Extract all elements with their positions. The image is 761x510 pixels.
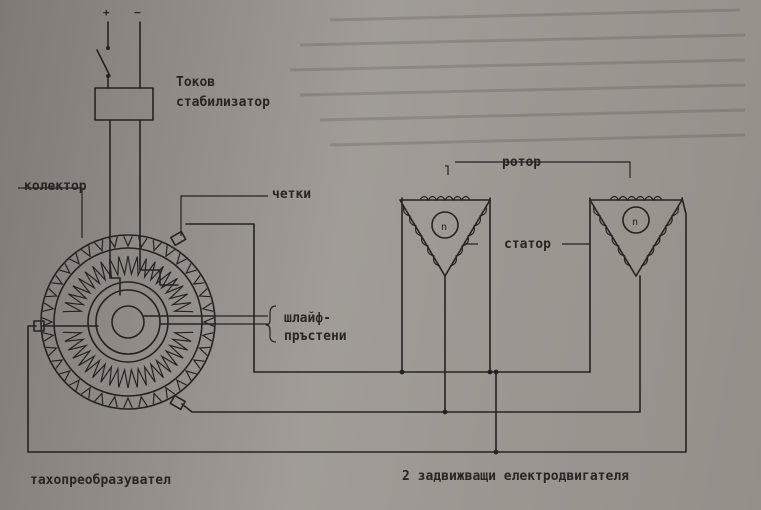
stator-label: статор (504, 237, 551, 252)
collector-label: колектор (24, 179, 87, 194)
brushes-label: четки (272, 187, 312, 202)
stabilizer-label-1: Токов (176, 75, 216, 90)
slip-rings-label-1: шлайф- (284, 311, 331, 326)
collector-segment (45, 346, 59, 356)
motor-1-stator-winding-right (449, 205, 488, 267)
collector-segment (69, 379, 81, 391)
collector-segment (80, 245, 91, 258)
collector-segment (165, 386, 176, 399)
collector-segment (59, 369, 71, 381)
collector-segment (69, 253, 81, 265)
collector-segment (108, 395, 118, 408)
collector-segment (185, 369, 197, 381)
background-texture (289, 8, 746, 147)
collector-segment (175, 379, 187, 391)
collector-segment (201, 332, 214, 342)
motors-label: 2 задвижващи електродвигателя (402, 469, 629, 484)
tacho-label: тахопреобразувател (30, 473, 171, 488)
tacho-generator (33, 230, 216, 411)
slip-rings-label-2: пръстени (284, 329, 347, 344)
collector-segment (185, 263, 197, 275)
collector-segment (94, 239, 104, 253)
armature-winding-bottom (62, 331, 194, 389)
collector-segment (175, 253, 187, 265)
motor-1-stator-winding-left (402, 205, 441, 267)
plus-terminal-label: + (103, 6, 110, 19)
collector-segment (165, 245, 176, 258)
collector-segment (192, 274, 205, 285)
interconnect-wires (27, 197, 687, 455)
motor-2-stator-winding-right (640, 205, 679, 267)
motor-2-stator-winding-left (593, 205, 632, 267)
motor-2: n (589, 195, 683, 277)
collector-segment (59, 263, 71, 275)
motor-1-rotor-winding (419, 195, 471, 202)
collector-segment (152, 391, 162, 405)
collector-segment (41, 317, 54, 327)
minus-terminal-label: − (134, 6, 141, 19)
collector-segment (51, 274, 64, 285)
collector-segment (138, 236, 148, 249)
collector-segment (42, 332, 55, 342)
motor-2-rotor-mark: n (632, 217, 638, 228)
slip-ring-pointers (214, 305, 277, 343)
collector-segments (41, 235, 215, 409)
motor-1-rotor-mark: n (441, 222, 447, 233)
label-leaders (18, 161, 631, 245)
power-input (96, 21, 141, 89)
collector-segment (202, 317, 215, 327)
current-stabilizer-box (94, 87, 154, 121)
collector-segment (45, 288, 59, 298)
motor-1: n (399, 195, 491, 277)
collector-segment (123, 235, 133, 248)
collector-segment (192, 359, 205, 370)
collector-segment (51, 359, 64, 370)
collector-segment (80, 386, 91, 399)
brush-top (170, 230, 187, 247)
collector-segment (152, 239, 162, 253)
collector-segment (123, 396, 133, 409)
armature-winding-top (62, 255, 194, 313)
collector-segment (138, 395, 148, 408)
collector-segment (108, 236, 118, 249)
rotor-label: ротор (502, 155, 542, 170)
stabilizer-wires (109, 119, 179, 296)
collector-segment (42, 302, 55, 312)
collector-segment (197, 346, 211, 356)
collector-segment (94, 391, 104, 405)
collector-segment (197, 288, 211, 298)
motor-2-rotor-winding (609, 195, 663, 202)
collector-segment (201, 302, 214, 312)
stabilizer-label-2: стабилизатор (176, 95, 270, 110)
